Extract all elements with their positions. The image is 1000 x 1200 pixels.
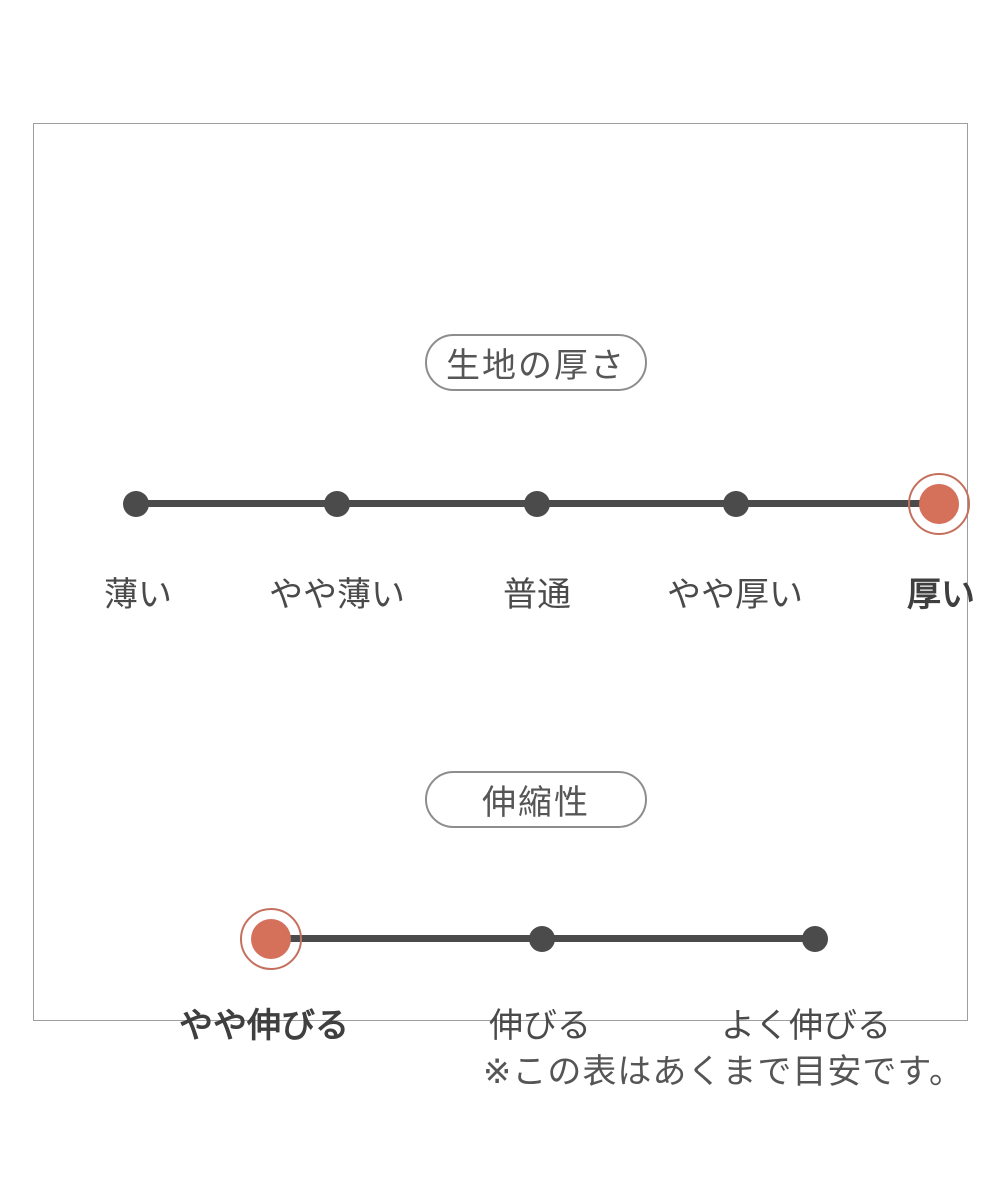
guide-box: 生地の厚さ 薄い やや薄い 普通 やや厚い 厚い 伸縮性 やや伸: [33, 123, 975, 1045]
section-title-stretch-label: 伸縮性: [482, 784, 590, 822]
stretch-label-1-selected: やや伸びる: [179, 1007, 349, 1045]
section-title-thickness: 生地の厚さ: [425, 334, 647, 391]
stretch-dot-1-selected: [251, 919, 291, 959]
stretch-label-3: よく伸びる: [721, 1007, 891, 1045]
thickness-label-1: 薄い: [104, 576, 172, 614]
stretch-selected-ring: [240, 908, 302, 970]
thickness-dot-4: [723, 491, 749, 517]
thickness-label-5-selected: 厚い: [907, 576, 975, 614]
stretch-label-2: 伸びる: [489, 1007, 591, 1045]
thickness-dot-3: [524, 491, 550, 517]
thickness-label-2: やや薄い: [269, 576, 405, 614]
thickness-dot-5-selected: [919, 484, 959, 524]
stretch-dot-2: [529, 926, 555, 952]
stretch-dot-3: [802, 926, 828, 952]
thickness-label-3: 普通: [503, 576, 571, 614]
thickness-dot-2: [324, 491, 350, 517]
section-title-stretch: 伸縮性: [425, 771, 647, 828]
section-title-thickness-label: 生地の厚さ: [446, 347, 626, 385]
thickness-dot-1: [123, 491, 149, 517]
thickness-selected-ring: [908, 473, 970, 535]
thickness-label-4: やや厚い: [667, 576, 803, 614]
footnote-disclaimer: ※この表はあくまで目安です。: [482, 1053, 964, 1091]
